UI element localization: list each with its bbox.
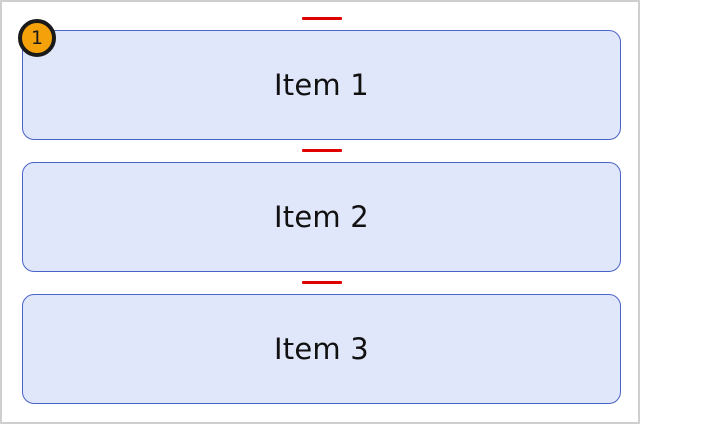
drop-indicator <box>302 17 342 20</box>
list-panel: Item 1 Item 2 Item 3 1 <box>0 0 640 424</box>
list-item-label: Item 3 <box>274 332 369 366</box>
drop-indicator <box>302 149 342 152</box>
list-item-3[interactable]: Item 3 <box>22 294 621 404</box>
list-item-label: Item 2 <box>274 200 369 234</box>
list-item-2[interactable]: Item 2 <box>22 162 621 272</box>
drop-indicator <box>302 281 342 284</box>
list-item-label: Item 1 <box>274 68 369 102</box>
list-item-1[interactable]: Item 1 <box>22 30 621 140</box>
step-badge: 1 <box>18 19 56 57</box>
step-badge-number: 1 <box>30 26 44 49</box>
